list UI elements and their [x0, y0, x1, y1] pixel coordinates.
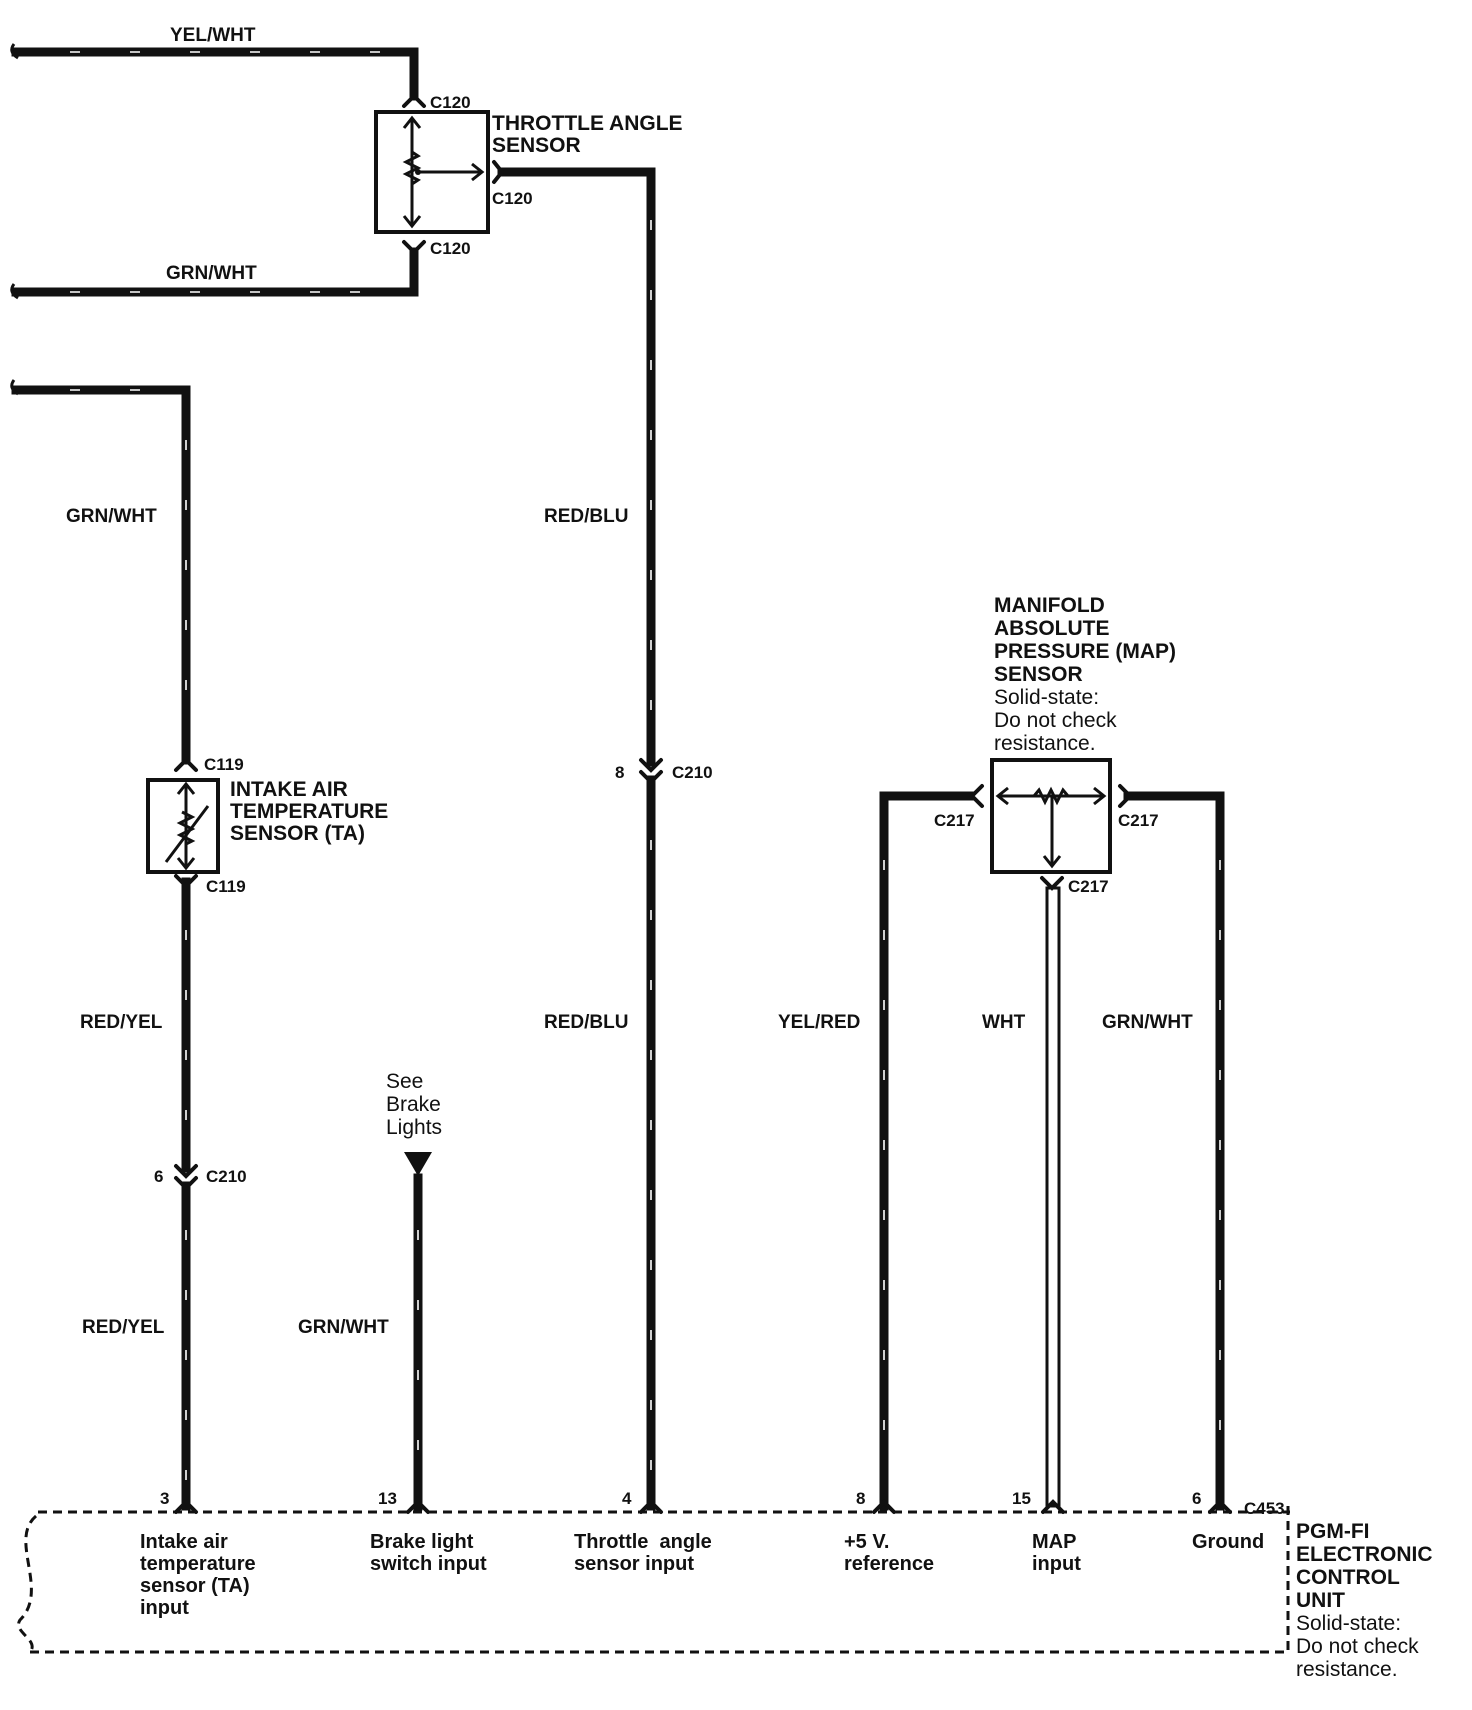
ecu-pin-number: 3	[160, 1489, 169, 1508]
map-connector-bottom	[1040, 876, 1064, 891]
ta-connector-top	[174, 757, 198, 772]
connector-label-c119-bottom: C119	[206, 877, 246, 896]
brake-lights-reference-label: See Brake Lights	[386, 1070, 447, 1139]
wire-tick-marks	[70, 51, 1221, 1480]
throttle-connector-top	[402, 93, 426, 108]
ecu-pin-number: 8	[856, 1489, 865, 1508]
connector-label-c210-left: C210	[206, 1167, 247, 1186]
ecu-box	[17, 1506, 1290, 1654]
wire-grn-wht-ta	[10, 379, 191, 765]
throttle-angle-sensor	[374, 110, 490, 234]
wire-label-red-yel-upper: RED/YEL	[80, 1012, 163, 1033]
connector-label-c217-left: C217	[934, 811, 975, 830]
throttle-connector-side	[492, 160, 505, 184]
ecu-note: Solid-state: Do not check resistance.	[1296, 1612, 1424, 1681]
ecu-pin-label: Brake light switch input	[370, 1531, 487, 1575]
intake-air-temperature-sensor	[146, 778, 220, 874]
wire-label-yel-red: YEL/RED	[778, 1012, 860, 1033]
connector-label-c210-right: C210	[672, 763, 713, 782]
throttle-sensor-label: THROTTLE ANGLE SENSOR	[492, 112, 688, 157]
wire-label-grn-wht-top: GRN/WHT	[166, 263, 257, 284]
wire-grn-wht-map-ground	[1123, 791, 1225, 1511]
ecu-pin-label: Intake air temperature sensor (TA) input	[140, 1531, 261, 1619]
wire-label-wht: WHT	[982, 1012, 1026, 1033]
wire-label-yel-wht: YEL/WHT	[170, 25, 256, 46]
map-sensor-note: Solid-state: Do not check resistance.	[994, 686, 1122, 755]
connector-label-c453: C453	[1244, 1499, 1285, 1518]
ecu-pin-number: 4	[622, 1489, 632, 1508]
map-sensor-title: MANIFOLD ABSOLUTE PRESSURE (MAP) SENSOR	[994, 594, 1182, 686]
wire-label-grn-wht-left: GRN/WHT	[66, 506, 157, 527]
ta-sensor-label: INTAKE AIR TEMPERATURE SENSOR (TA)	[230, 778, 394, 845]
ta-connector-bottom	[174, 874, 198, 889]
map-sensor	[990, 758, 1112, 874]
wire-yel-red-map	[879, 791, 975, 1511]
connector-label-c120-side: C120	[492, 189, 533, 208]
wire-label-red-blu-lower: RED/BLU	[544, 1012, 628, 1033]
map-connector-right	[1118, 784, 1133, 808]
throttle-connector-bottom	[402, 240, 426, 255]
map-connector-left	[969, 784, 984, 808]
ecu-pin-label: MAP input	[1032, 1531, 1082, 1575]
ecu-pin-label: Throttle angle sensor input	[0, 0, 740, 1575]
wire-label-grn-wht-ground: GRN/WHT	[1102, 1012, 1193, 1033]
ecu-pin-label: Ground	[1192, 1531, 1264, 1553]
wire-yel-wht-top	[10, 43, 419, 101]
connector-label-c120-bottom: C120	[430, 239, 471, 258]
c210-connector-left	[174, 1164, 198, 1191]
connector-pin-c210-left: 6	[154, 1167, 163, 1186]
ecu-pin-connectors	[174, 1499, 1232, 1514]
wire-label-red-yel-lower: RED/YEL	[82, 1317, 165, 1338]
ecu-title: PGM-FI ELECTRONIC CONTROL UNIT	[1296, 1520, 1438, 1612]
ecu-pin-label: +5 V. reference	[844, 1531, 934, 1575]
wire-label-red-blu-upper: RED/BLU	[544, 506, 628, 527]
ecu-pin-number: 6	[1192, 1489, 1201, 1508]
wire-red-blu-throttle	[497, 167, 656, 1511]
wire-wht-map	[1045, 886, 1061, 1508]
ecu-pin-number: 15	[1012, 1489, 1031, 1508]
wire-label-grn-wht-brake: GRN/WHT	[298, 1317, 389, 1338]
connector-label-c119-top: C119	[204, 755, 244, 774]
ecu-pin-number: 13	[378, 1489, 397, 1508]
connector-label-c217-right: C217	[1118, 811, 1159, 830]
c210-connector-right	[639, 758, 663, 785]
brake-lights-reference-arrow	[404, 1152, 432, 1176]
connector-label-c120-top: C120	[430, 93, 471, 112]
wire-grn-wht-throttle	[10, 247, 419, 300]
connector-pin-c210-right: 8	[615, 763, 624, 782]
connector-label-c217-bottom: C217	[1068, 877, 1109, 896]
